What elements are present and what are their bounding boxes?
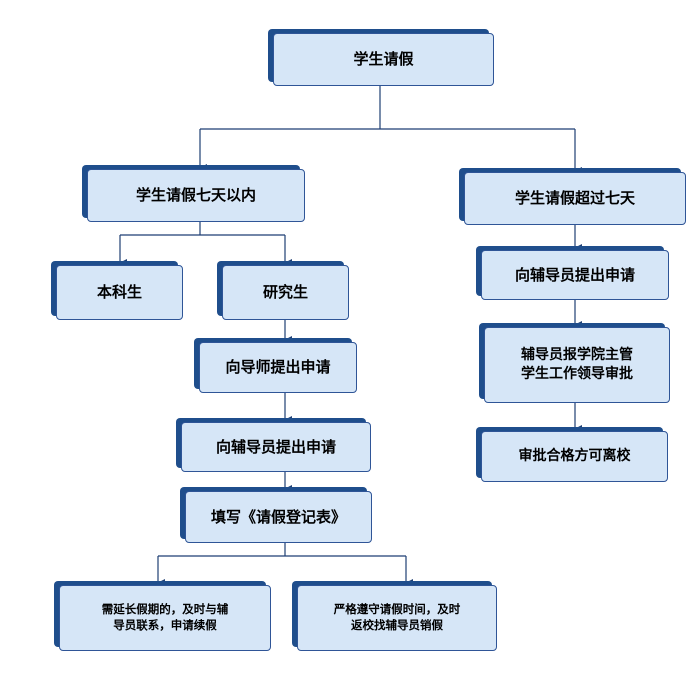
- node-apply-to-counselor-left: 向辅导员提出申请: [181, 422, 371, 472]
- node-apply-to-counselor-right: 向辅导员提出申请: [481, 250, 669, 300]
- node-student-leave: 学生请假: [273, 33, 494, 86]
- node-counselor-reports: 辅导员报学院主管 学生工作领导审批: [484, 327, 670, 403]
- node-approved-leave: 审批合格方可离校: [481, 431, 668, 482]
- node-undergraduate: 本科生: [56, 265, 183, 320]
- node-fill-leave-form: 填写《请假登记表》: [185, 491, 372, 543]
- node-return-on-time: 严格遵守请假时间，及时 返校找辅导员销假: [297, 585, 497, 651]
- node-extend-leave: 需延长假期的，及时与辅 导员联系，申请续假: [59, 585, 271, 651]
- node-graduate: 研究生: [222, 265, 349, 320]
- node-within-seven-days: 学生请假七天以内: [87, 169, 305, 222]
- node-apply-to-supervisor: 向导师提出申请: [199, 342, 357, 393]
- node-over-seven-days: 学生请假超过七天: [464, 172, 686, 225]
